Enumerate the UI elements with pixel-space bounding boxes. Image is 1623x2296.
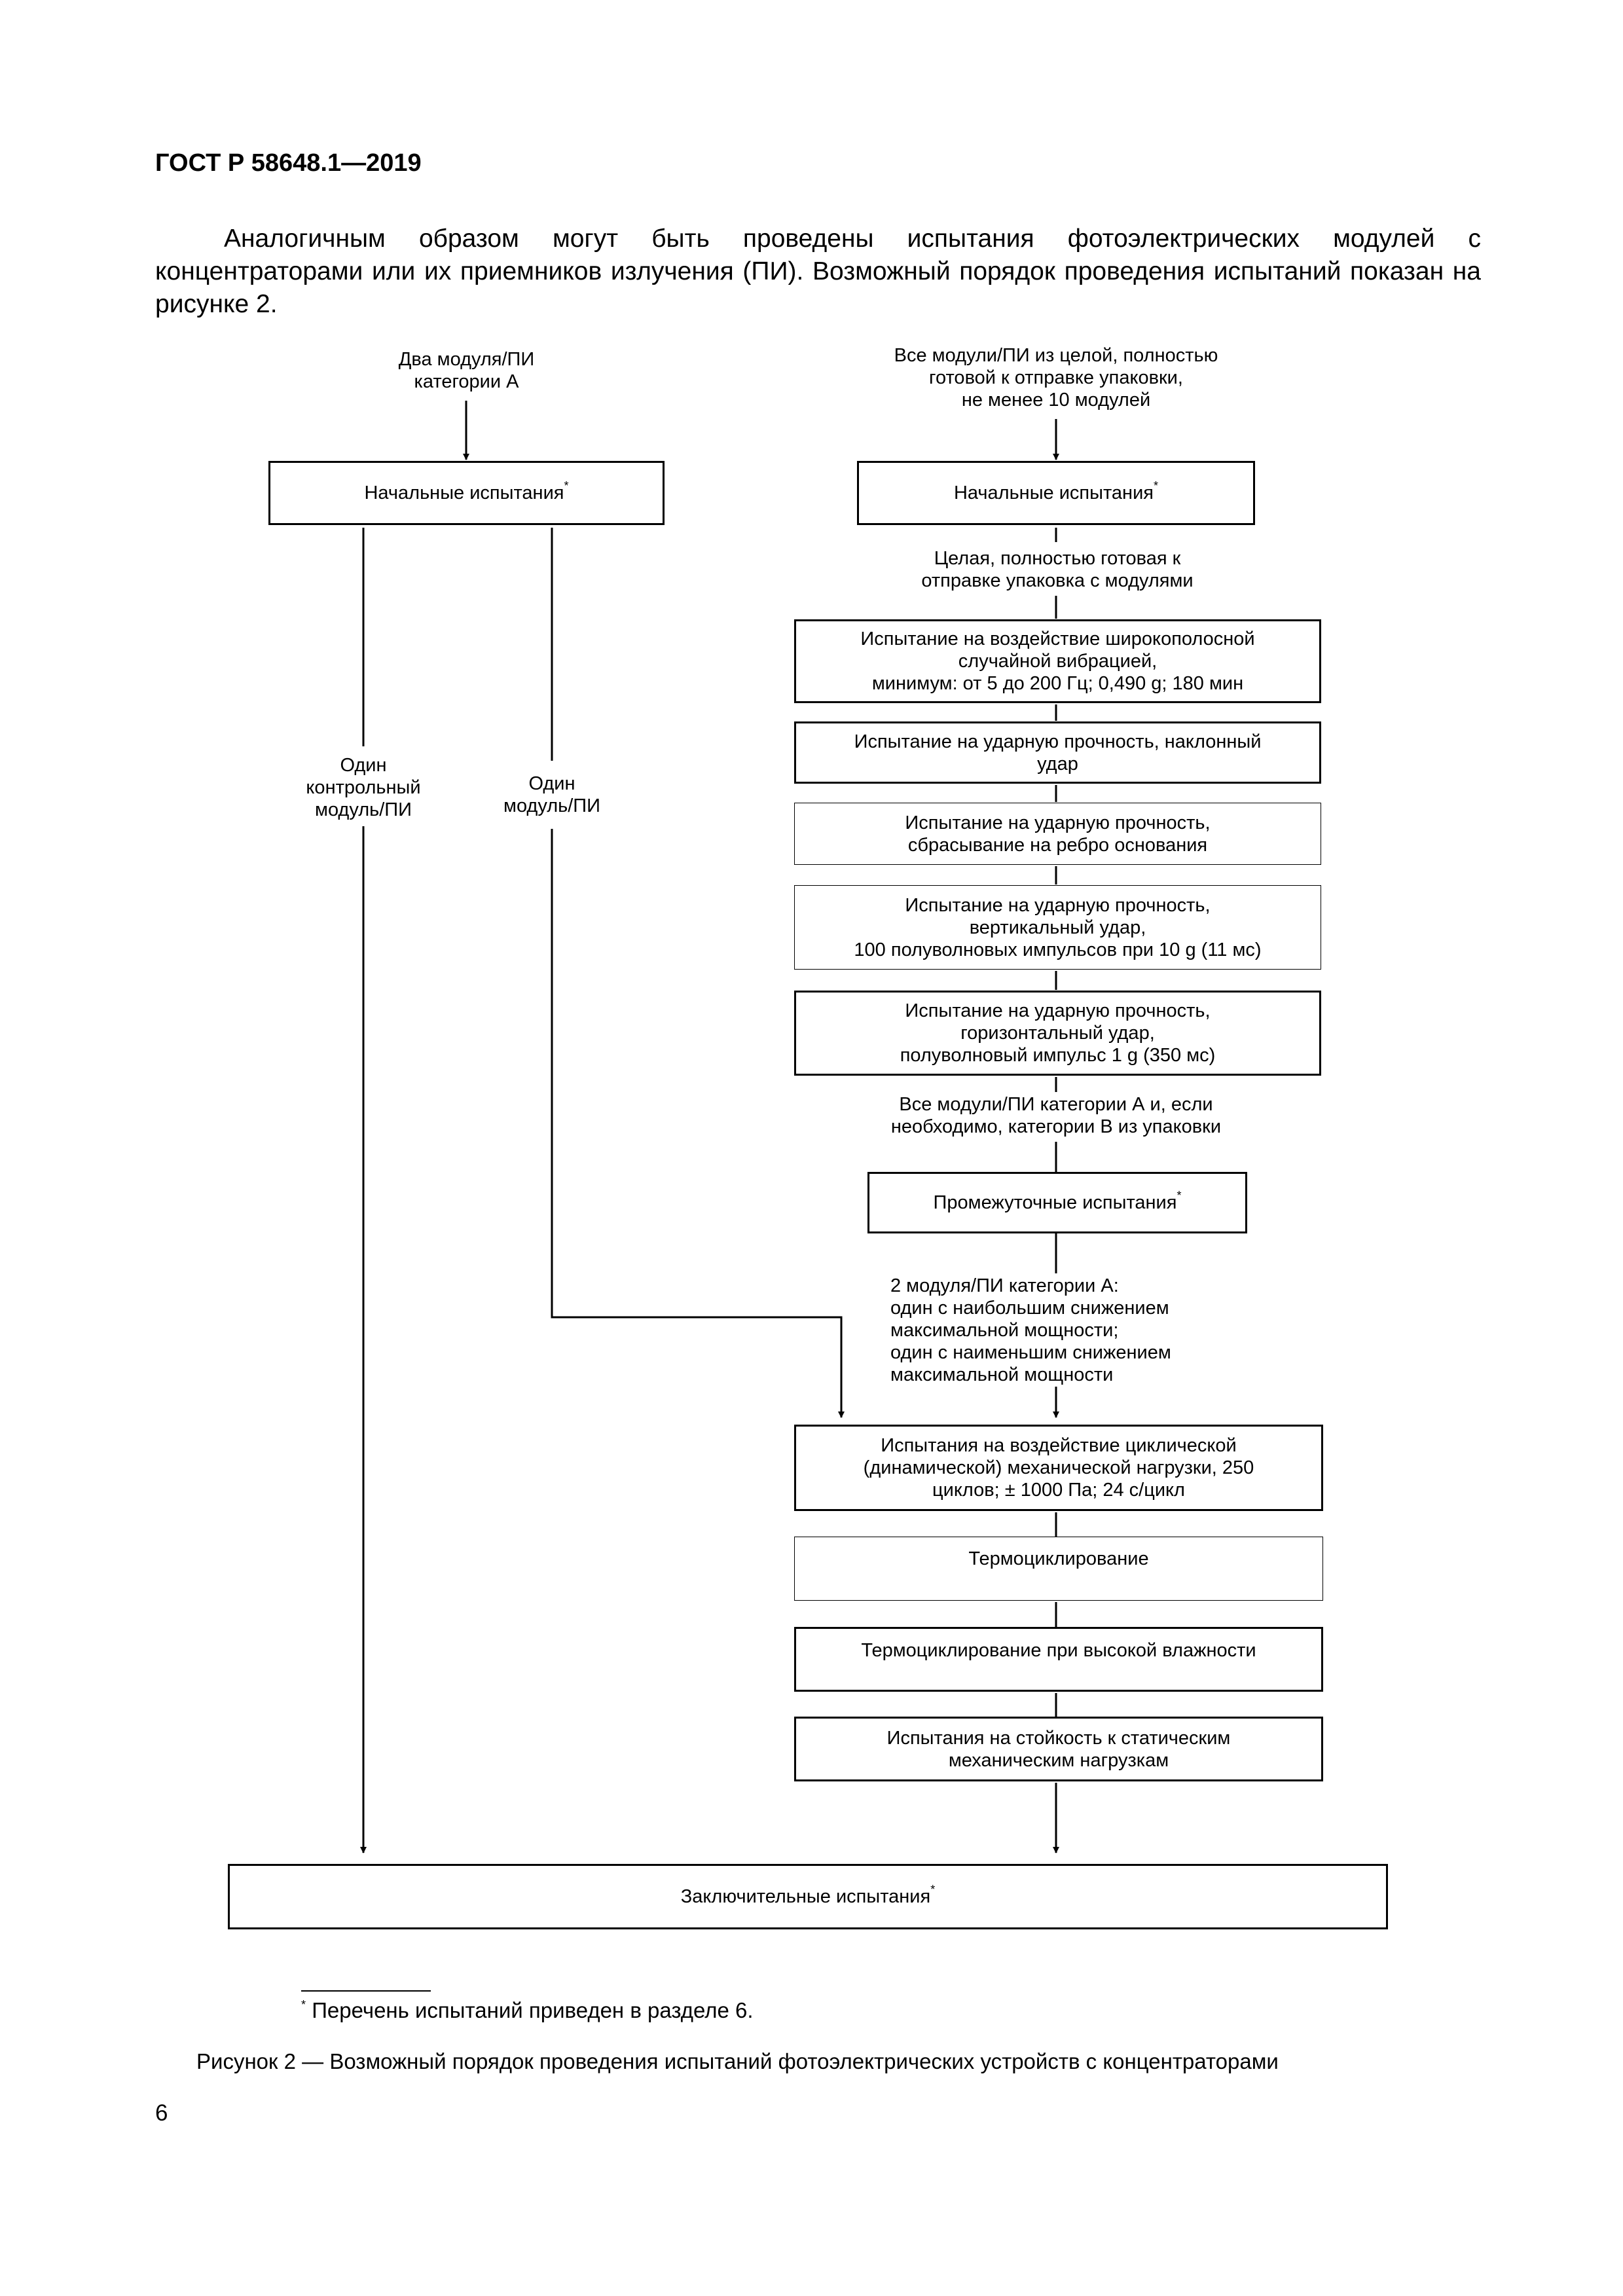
two-modules-label: 2 модуля/ПИ категории А: один с наибольш…	[890, 1275, 1171, 1385]
footnote-rule	[301, 1990, 431, 1992]
right-source-label: Все модули/ПИ из целой, полностью готово…	[894, 345, 1218, 410]
intro-paragraph: Аналогичным образом могут быть проведены…	[155, 225, 1481, 318]
right-initial-tests-box: Начальные испытания*	[857, 461, 1255, 525]
package-label: Целая, полностью готовая к отправке упак…	[921, 548, 1194, 591]
humidity-thermocycling-box: Термоциклирование при высокой влажности	[794, 1627, 1323, 1692]
all-modules-label: Все модули/ПИ категории А и, если необхо…	[890, 1094, 1222, 1137]
static-load-box: Испытания на стойкость к статическим мех…	[794, 1717, 1323, 1781]
one-module-line-bottom	[551, 829, 845, 1418]
left-source-label: Два модуля/ПИ категории А	[398, 349, 535, 392]
thermocycling-box: Термоциклирование	[794, 1537, 1323, 1601]
final-tests-box: Заключительные испытания*	[228, 1864, 1388, 1929]
edge-drop-box: Испытание на ударную прочность, сбрасыва…	[794, 803, 1321, 865]
cyclic-load-box: Испытания на воздействие циклической (ди…	[794, 1425, 1323, 1511]
left-initial-tests-box: Начальные испытания*	[268, 461, 665, 525]
document-header: ГОСТ Р 58648.1—2019	[155, 149, 422, 177]
one-module-label: Один модуль/ПИ	[503, 773, 600, 816]
vertical-impact-box: Испытание на ударную прочность, вертикал…	[794, 885, 1321, 970]
figure-caption: Рисунок 2 — Возможный порядок проведения…	[196, 2049, 1279, 2073]
intermediate-tests-box: Промежуточные испытания*	[867, 1172, 1247, 1233]
control-module-label: Один контрольный модуль/ПИ	[306, 755, 421, 820]
footnote: * Перечень испытаний приведен в разделе …	[301, 1998, 754, 2022]
vibration-test-box: Испытание на воздействие широкополосной …	[794, 619, 1321, 703]
inclined-impact-box: Испытание на ударную прочность, наклонны…	[794, 721, 1321, 784]
page-number: 6	[155, 2100, 168, 2126]
horizontal-impact-box: Испытание на ударную прочность, горизонт…	[794, 991, 1321, 1076]
